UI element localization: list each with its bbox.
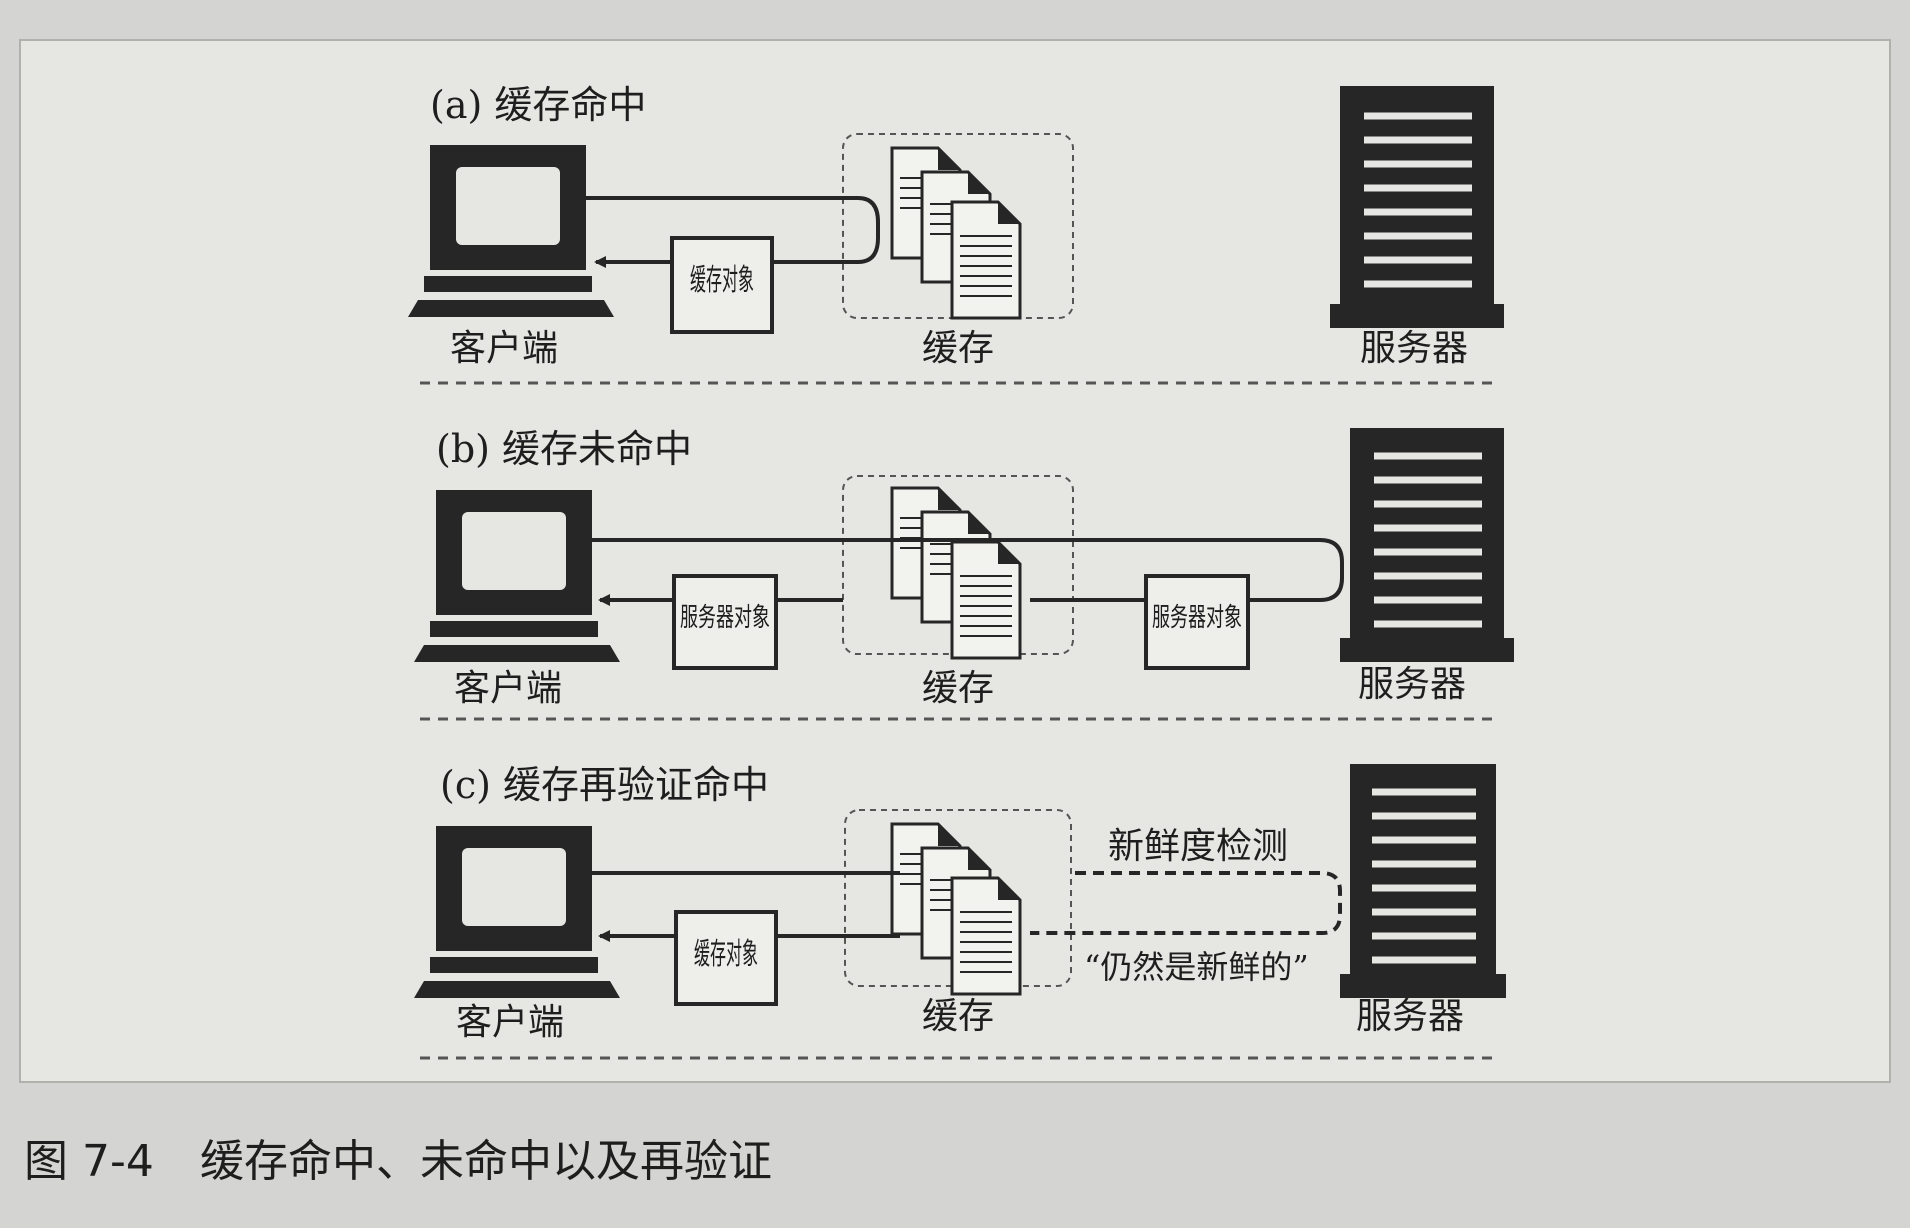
cache-label: 缓存 bbox=[922, 668, 994, 709]
server-tower-icon bbox=[1330, 86, 1504, 328]
panel-cache-hit: (a) 缓存命中 客户端 bbox=[408, 83, 1504, 385]
cache-label: 缓存 bbox=[922, 996, 994, 1037]
panel-cache-miss: (b) 缓存未命中 客户端 bbox=[414, 427, 1514, 721]
cache-documents-icon bbox=[890, 146, 1022, 320]
figure-caption: 图 7-4 缓存命中、未命中以及再验证 bbox=[24, 1136, 772, 1187]
server-tower-icon bbox=[1340, 428, 1514, 662]
panel-title: (c) 缓存再验证命中 bbox=[440, 763, 769, 807]
cache-boundary bbox=[842, 133, 1074, 319]
panel-title: (b) 缓存未命中 bbox=[436, 427, 692, 471]
server-object-label: 服务器对象 bbox=[680, 603, 770, 633]
client-label: 客户端 bbox=[450, 328, 558, 369]
server-tower-icon bbox=[1340, 764, 1506, 998]
cache-label: 缓存 bbox=[922, 328, 994, 369]
cached-object-box bbox=[674, 910, 778, 1006]
cached-object-label: 缓存对象 bbox=[694, 937, 758, 972]
request-path bbox=[586, 196, 880, 264]
server-object-box bbox=[1144, 574, 1250, 670]
client-computer-icon bbox=[414, 826, 620, 998]
client-computer-icon bbox=[408, 145, 614, 317]
freshness-check-path bbox=[1030, 871, 1342, 935]
caption-number: 图 7-4 bbox=[24, 1136, 154, 1187]
server-object-label: 服务器对象 bbox=[1152, 603, 1242, 633]
client-label: 客户端 bbox=[454, 668, 562, 709]
server-label: 服务器 bbox=[1356, 996, 1464, 1037]
client-computer-icon bbox=[414, 490, 620, 662]
cached-object-label: 缓存对象 bbox=[690, 263, 754, 298]
caption-text: 缓存命中、未命中以及再验证 bbox=[200, 1136, 772, 1187]
server-label: 服务器 bbox=[1358, 664, 1466, 705]
panel-title: (a) 缓存命中 bbox=[430, 83, 646, 127]
server-label: 服务器 bbox=[1360, 328, 1468, 369]
request-path bbox=[592, 538, 1344, 602]
panel-revalidation-hit: (c) 缓存再验证命中 客户端 bbox=[414, 763, 1506, 1060]
freshness-check-label: 新鲜度检测 bbox=[1108, 826, 1288, 867]
client-label: 客户端 bbox=[456, 1002, 564, 1043]
still-fresh-label: “仍然是新鲜的” bbox=[1084, 948, 1309, 986]
server-object-box bbox=[672, 574, 778, 670]
cache-documents-icon bbox=[890, 822, 1022, 996]
cached-object-box bbox=[670, 236, 774, 334]
